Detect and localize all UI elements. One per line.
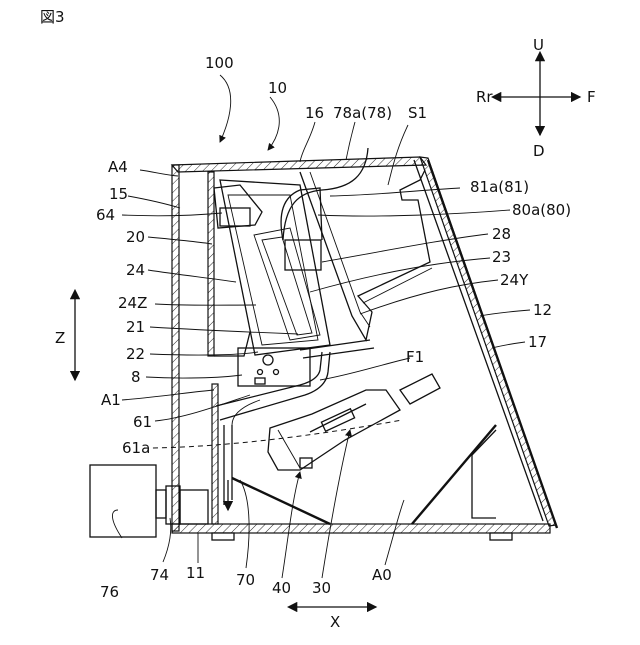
label-S1: S1 — [408, 104, 427, 122]
label-A4: A4 — [108, 158, 128, 176]
label-80a: 80a(80) — [512, 201, 571, 219]
z-axis-label: Z — [55, 329, 65, 347]
label-11: 11 — [186, 564, 205, 582]
direction-indicator: U D Rr F — [476, 36, 596, 160]
z-axis-indicator: Z — [55, 298, 75, 380]
label-30: 30 — [312, 579, 331, 597]
dir-rear-label: Rr — [476, 88, 493, 106]
label-61a: 61a — [122, 439, 150, 457]
component-30-40 — [268, 374, 440, 470]
flow-path-61 — [144, 352, 402, 510]
dir-up-label: U — [533, 36, 544, 54]
label-78a: 78a(78) — [333, 104, 392, 122]
label-A0: A0 — [372, 566, 392, 584]
x-axis-label: X — [330, 613, 340, 631]
label-10: 10 — [268, 79, 287, 97]
label-70: 70 — [236, 571, 255, 589]
label-24Z: 24Z — [118, 294, 147, 312]
label-24Y: 24Y — [500, 271, 529, 289]
label-23: 23 — [492, 248, 511, 266]
label-21: 21 — [126, 318, 145, 336]
dir-front-label: F — [587, 88, 596, 106]
label-24: 24 — [126, 261, 145, 279]
label-61: 61 — [133, 413, 152, 431]
partition-15 — [208, 172, 218, 524]
label-40: 40 — [272, 579, 291, 597]
label-8: 8 — [131, 368, 141, 386]
reference-labels: 100 10 16 78a(78) S1 A4 15 64 20 24 24Z … — [96, 54, 571, 601]
label-12: 12 — [533, 301, 552, 319]
figure-label: 図3 — [40, 8, 65, 26]
label-17: 17 — [528, 333, 547, 351]
label-76: 76 — [100, 583, 119, 601]
label-A1: A1 — [101, 391, 121, 409]
dir-down-label: D — [533, 142, 545, 160]
housing-10 — [172, 157, 557, 540]
label-64: 64 — [96, 206, 115, 224]
label-81a: 81a(81) — [470, 178, 529, 196]
label-100: 100 — [205, 54, 234, 72]
label-20: 20 — [126, 228, 145, 246]
label-74: 74 — [150, 566, 169, 584]
label-16: 16 — [305, 104, 324, 122]
label-15: 15 — [109, 185, 128, 203]
label-22: 22 — [126, 345, 145, 363]
x-axis-indicator: X — [296, 607, 376, 631]
label-28: 28 — [492, 225, 511, 243]
label-F1: F1 — [406, 348, 424, 366]
